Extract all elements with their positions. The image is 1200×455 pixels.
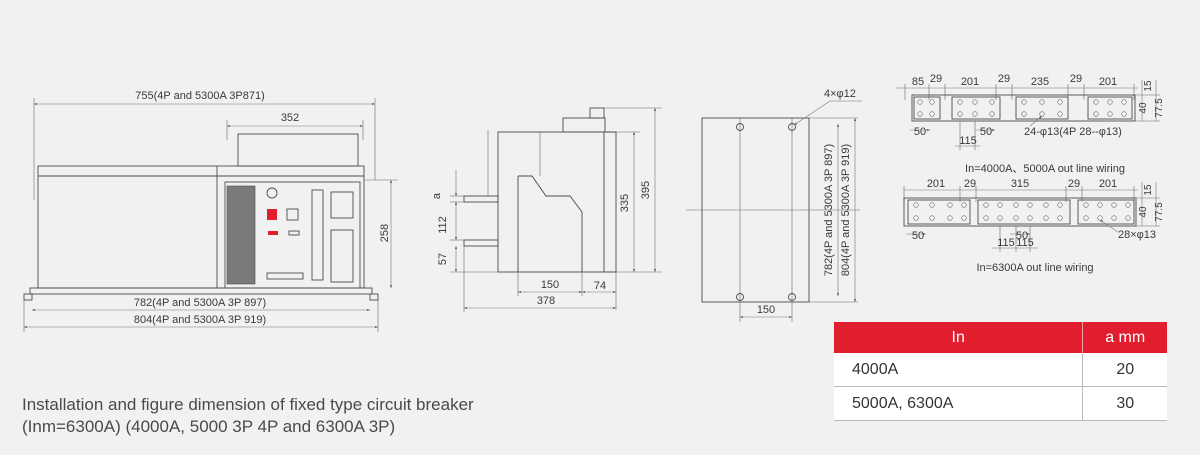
table-cell-in: 5000A, 6300A (834, 386, 1084, 421)
lower-top-dim-29b: 29 (1068, 178, 1080, 190)
upper-right-dim-15: 15 (1143, 80, 1154, 92)
front-overall-width: 755(4P and 5300A 3P871) (135, 90, 264, 102)
caption-line-2: (Inm=6300A) (4000A, 5000 3P 4P and 6300A… (22, 417, 396, 436)
upper-top-dim-201a: 201 (961, 76, 979, 88)
lower-holes-label: 28×φ13 (1118, 229, 1156, 241)
side-dim-150: 150 (541, 279, 559, 291)
lower-top-dim-201b: 201 (1099, 178, 1117, 190)
side-dim-74: 74 (594, 280, 606, 292)
table-header-row: In a mm (834, 322, 1167, 353)
front-width-782: 782(4P and 5300A 3P 897) (134, 297, 266, 309)
upper-top-dim-29b: 29 (998, 73, 1010, 85)
table-cell-a: 20 (1082, 353, 1167, 387)
rear-dim-804: 804(4P and 5300A 3P 919) (840, 144, 852, 276)
lower-right-dim-15: 15 (1143, 184, 1154, 196)
caption-line-1: Installation and figure dimension of fix… (22, 395, 474, 414)
table-header-in: In (834, 322, 1083, 353)
table-row: 5000A, 6300A 30 (834, 386, 1167, 421)
upper-top-dim-29a: 29 (930, 73, 942, 85)
front-top-width: 352 (281, 112, 299, 124)
rear-view: 4×φ12 782(4P and 5300A 3P 897) 804(4P an… (686, 88, 862, 322)
side-view: a 112 57 335 395 150 74 378 (431, 107, 662, 312)
lower-bottom-dim-50a: 50 (912, 230, 924, 242)
upper-top-dim-235: 235 (1031, 76, 1049, 88)
rear-dim-782: 782(4P and 5300A 3P 897) (823, 144, 835, 276)
upper-bottom-dim-50a: 50 (914, 126, 926, 138)
front-width-804: 804(4P and 5300A 3P 919) (134, 314, 266, 326)
rear-holes-label: 4×φ12 (824, 88, 856, 100)
front-height: 258 (379, 224, 391, 242)
upper-bottom-dim-115: 115 (959, 135, 977, 147)
current-spec-table: In a mm 4000A 20 5000A, 6300A 30 (834, 322, 1167, 421)
upper-bottom-dim-50b: 50 (980, 126, 992, 138)
upper-top-dim-29c: 29 (1070, 73, 1082, 85)
table-header-a-mm: a mm (1082, 322, 1167, 353)
rear-dim-150: 150 (757, 304, 775, 316)
upper-top-dim-201b: 201 (1099, 76, 1117, 88)
lower-bottom-dim-115a: 115 (997, 237, 1015, 249)
lower-top-dim-29a: 29 (964, 178, 976, 190)
wiring-lower: 201 29 315 29 201 15 40 77.5 50 50 (903, 178, 1165, 274)
upper-right-dim-40: 40 (1138, 102, 1149, 114)
lower-top-dim-201a: 201 (927, 178, 945, 190)
table-cell-a: 30 (1082, 386, 1167, 421)
side-dim-378: 378 (537, 295, 555, 307)
lower-top-dim-315: 315 (1011, 178, 1029, 190)
upper-wiring-caption: In=4000A、5000A out line wiring (965, 163, 1125, 175)
wiring-upper: 85 29 201 29 235 29 201 15 40 77.5 50 (896, 73, 1165, 175)
table-cell-in: 4000A (834, 353, 1084, 387)
upper-top-dim-85: 85 (912, 76, 924, 88)
upper-right-dim-77-5: 77.5 (1154, 98, 1165, 118)
lower-right-dim-77-5: 77.5 (1154, 202, 1165, 222)
lower-right-dim-40: 40 (1138, 206, 1149, 218)
side-dim-395: 395 (640, 181, 652, 199)
lower-bottom-dim-50b: 50 (1016, 230, 1028, 242)
lower-bottom-dim-115b: 115 (1016, 237, 1034, 249)
side-dim-a: a (431, 192, 443, 199)
side-dim-112: 112 (437, 216, 449, 234)
side-dim-335: 335 (619, 194, 631, 212)
upper-holes-label: 24-φ13(4P 28--φ13) (1024, 126, 1122, 138)
side-dim-57: 57 (437, 253, 449, 265)
front-view: 755(4P and 5300A 3P871) 352 258 78 (23, 90, 398, 332)
table-row: 4000A 20 (834, 353, 1167, 387)
lower-wiring-caption: In=6300A out line wiring (976, 262, 1093, 274)
figure-caption: Installation and figure dimension of fix… (22, 394, 474, 438)
